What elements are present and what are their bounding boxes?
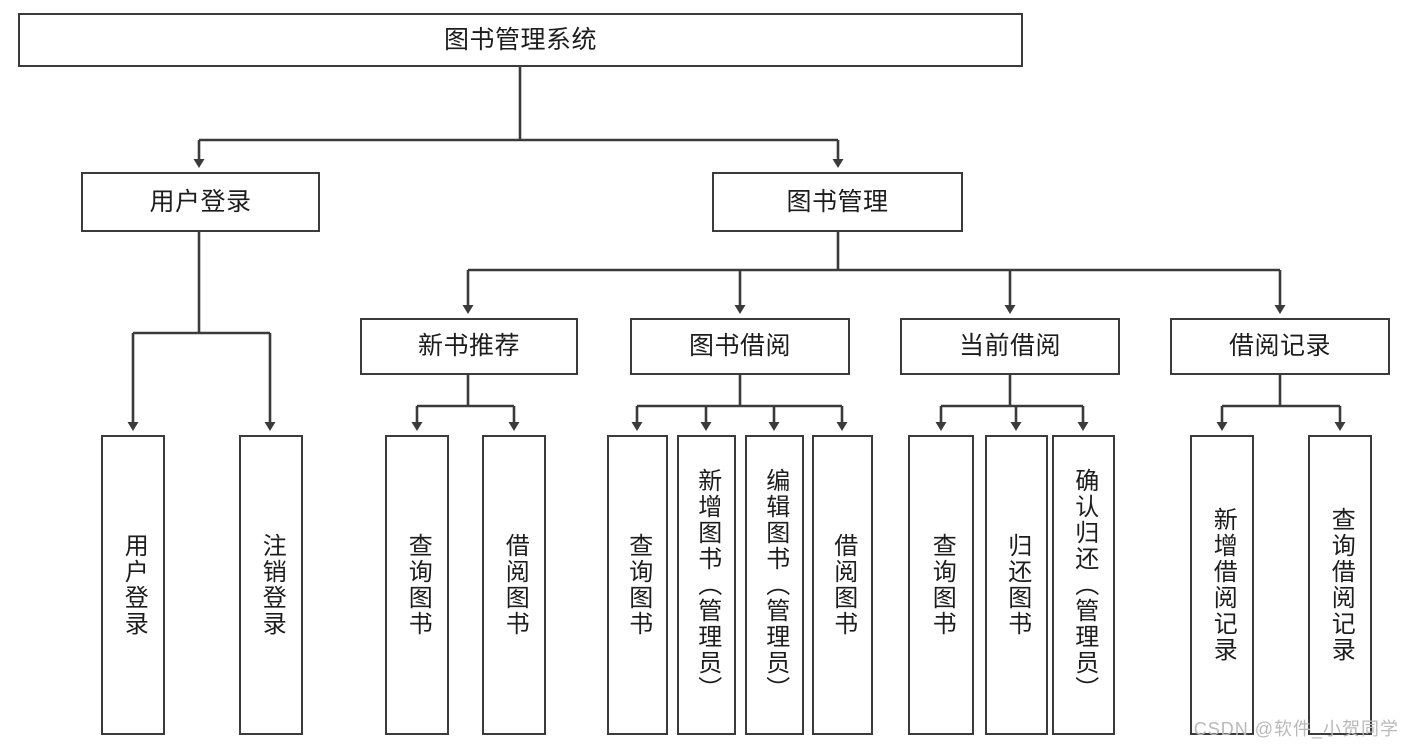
node-new-book-recommend-label: 新书推荐 [417,332,520,361]
node-current-borrow-label: 当前借阅 [958,332,1061,361]
node-user-login-label: 用户登录 [149,187,252,216]
leaf-query-book-current-label: 查询图书 [928,533,956,637]
node-book-borrow[interactable]: 图书借阅 [630,318,850,375]
node-new-book-recommend[interactable]: 新书推荐 [360,318,578,375]
node-root-label: 图书管理系统 [443,25,597,54]
node-book-manage-label: 图书管理 [786,187,889,216]
leaf-user-login[interactable]: 用户登录 [101,435,165,735]
leaf-return-book-label: 归还图书 [1003,533,1031,637]
leaf-query-book-recommend[interactable]: 查询图书 [385,435,449,735]
node-book-manage[interactable]: 图书管理 [712,172,963,232]
leaf-query-book-borrow[interactable]: 查询图书 [607,435,668,735]
leaf-query-book-borrow-label: 查询图书 [624,533,652,637]
node-borrow-record[interactable]: 借阅记录 [1170,318,1390,375]
leaf-edit-book-admin-label: 编辑图书（管理员） [761,468,789,702]
leaf-user-login-label: 用户登录 [120,533,148,637]
leaf-edit-book-admin[interactable]: 编辑图书（管理员） [745,435,804,735]
leaf-add-borrow-record[interactable]: 新增借阅记录 [1190,435,1254,735]
node-borrow-record-label: 借阅记录 [1228,332,1331,361]
leaf-borrow-book-borrow-label: 借阅图书 [829,533,857,637]
node-book-borrow-label: 图书借阅 [688,332,791,361]
csdn-watermark: CSDN @软件_小贺同学 [1193,719,1399,739]
leaf-query-borrow-record[interactable]: 查询借阅记录 [1308,435,1372,735]
leaf-add-borrow-record-label: 新增借阅记录 [1209,507,1237,663]
node-current-borrow[interactable]: 当前借阅 [900,318,1120,375]
leaf-user-logout[interactable]: 注销登录 [239,435,303,735]
leaf-confirm-return-admin-label: 确认归还（管理员） [1070,468,1098,702]
leaf-user-logout-label: 注销登录 [258,533,286,637]
leaf-add-book-admin-label: 新增图书（管理员） [693,468,721,702]
leaf-return-book[interactable]: 归还图书 [985,435,1048,735]
node-root[interactable]: 图书管理系统 [18,13,1023,67]
leaf-borrow-book-borrow[interactable]: 借阅图书 [812,435,873,735]
leaf-borrow-book-recommend-label: 借阅图书 [501,533,529,637]
leaf-add-book-admin[interactable]: 新增图书（管理员） [677,435,736,735]
leaf-confirm-return-admin[interactable]: 确认归还（管理员） [1052,435,1115,735]
node-user-login[interactable]: 用户登录 [81,172,320,232]
leaf-query-book-recommend-label: 查询图书 [404,533,432,637]
leaf-query-borrow-record-label: 查询借阅记录 [1327,507,1355,663]
leaf-borrow-book-recommend[interactable]: 借阅图书 [482,435,546,735]
leaf-query-book-current[interactable]: 查询图书 [908,435,974,735]
